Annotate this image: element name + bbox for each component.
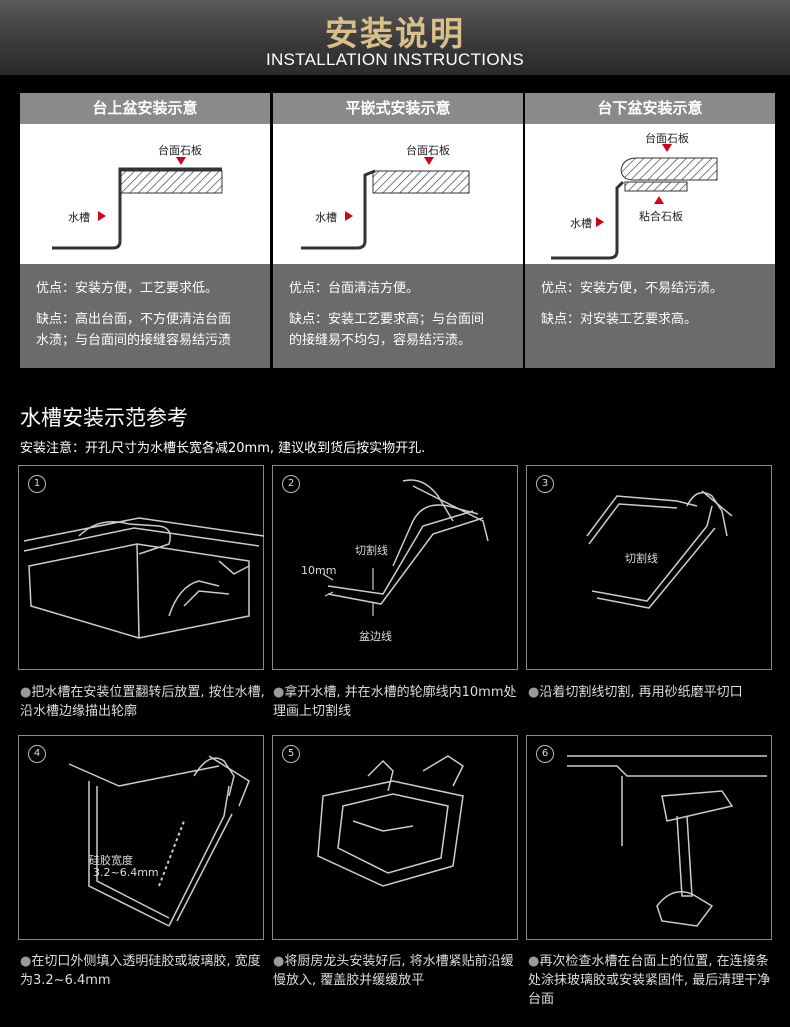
- top-mount-diagram: 台面石板 水槽: [20, 124, 270, 264]
- step-1-illustration: [23, 517, 265, 639]
- card-pros-cons: 优点：安装方便，工艺要求低。 缺点：高出台面，不方便清洁台面 水渍；与台面间的接…: [20, 264, 270, 368]
- step-panel-3: 3 切割线: [526, 465, 772, 670]
- step-4-caption: ●在切口外侧填入透明硅胶或玻璃胶, 宽度为3.2~6.4mm: [20, 954, 261, 988]
- glue-width-value: 3.2~6.4mm: [93, 866, 159, 879]
- counter-label: 台面石板: [645, 132, 689, 145]
- cons-line1: 缺点：安装工艺要求高；与台面间: [289, 312, 485, 327]
- step-number: 3: [536, 475, 554, 493]
- step-3-caption: ●沿着切割线切割, 再用砂纸磨平切口: [528, 685, 743, 700]
- under-mount-diagram: 台面石板 粘合石板 水槽: [525, 124, 775, 264]
- card-top-mount: 台上盆安装示意 台面石板 水槽 优点：安装方便，工艺要求低。 缺点：高出台面，不…: [20, 93, 270, 368]
- header-banner: 安装说明 INSTALLATION INSTRUCTIONS: [0, 0, 790, 75]
- pros-text: 优点：安装方便，不易结污渍。: [541, 281, 724, 296]
- sink-label: 水槽: [315, 211, 337, 224]
- cut-line-label: 切割线: [625, 552, 658, 565]
- step-panel-6: 6: [526, 735, 772, 940]
- step-2-caption: ●拿开水槽, 并在水槽的轮廓线内10mm处理画上切割线: [273, 685, 517, 719]
- bullet-icon: ●: [528, 685, 540, 700]
- counter-label: 台面石板: [406, 144, 450, 157]
- glue-width-label: 硅胶宽度: [89, 854, 133, 867]
- card-under-mount: 台下盆安装示意 台面石板 粘合石板 水槽 优点：安装方便，不易结污渍。 缺点：对…: [525, 93, 775, 368]
- step-number: 2: [282, 475, 300, 493]
- card-pros-cons: 优点：台面清洁方便。 缺点：安装工艺要求高；与台面间 的接缝易不均匀，容易结污渍…: [273, 264, 523, 368]
- distance-label: 10mm: [301, 564, 337, 577]
- step-number: 6: [536, 745, 554, 763]
- bullet-icon: ●: [20, 954, 32, 969]
- sink-label: 水槽: [68, 211, 90, 224]
- section-title: 水槽安装示范参考: [20, 406, 188, 430]
- edge-line-label: 盆边线: [359, 630, 392, 643]
- page-subtitle: INSTALLATION INSTRUCTIONS: [265, 50, 525, 69]
- card-flush-mount: 平嵌式安装示意 台面石板 水槽 优点：台面清洁方便。 缺点：安装工艺要求高；与台…: [273, 93, 523, 368]
- bullet-icon: ●: [528, 954, 540, 969]
- cons-line2: 水渍；与台面间的接缝容易结污渍: [36, 333, 232, 348]
- step-number: 5: [282, 745, 300, 763]
- step-number: 1: [28, 475, 46, 493]
- pros-text: 优点：台面清洁方便。: [289, 281, 420, 296]
- bullet-icon: ●: [20, 685, 32, 700]
- step-2-illustration: [322, 479, 489, 616]
- step-1-caption: ●把水槽在安装位置翻转后放置, 按住水槽, 沿水槽边缘描出轮廓: [20, 685, 265, 719]
- cut-line-label: 切割线: [355, 544, 388, 557]
- page-title: 安装说明: [325, 14, 465, 53]
- card-title: 台下盆安装示意: [525, 93, 775, 124]
- card-title: 平嵌式安装示意: [273, 93, 523, 124]
- sink-label: 水槽: [570, 217, 592, 230]
- step-6-caption: ●再次检查水槽在台面上的位置, 在连接条处涂抹玻璃胶或安装紧固件, 最后清理干净…: [528, 954, 771, 1007]
- flush-mount-diagram: 台面石板 水槽: [273, 124, 523, 264]
- cons-line1: 缺点：高出台面，不方便清洁台面: [36, 312, 232, 327]
- bond-label: 粘合石板: [639, 210, 683, 223]
- step-panel-5: 5: [272, 735, 518, 940]
- step-3-illustration: [586, 490, 733, 609]
- step-panel-4: 4 硅胶宽度 3.2~6.4mm: [18, 735, 264, 940]
- step-5-illustration: [317, 755, 464, 887]
- pros-text: 优点：安装方便，工艺要求低。: [36, 281, 219, 296]
- step-4-illustration: [68, 755, 250, 927]
- card-pros-cons: 优点：安装方便，不易结污渍。 缺点：对安装工艺要求高。: [525, 264, 775, 368]
- bullet-icon: ●: [273, 685, 285, 700]
- bullet-icon: ●: [273, 954, 285, 969]
- step-panel-2: 2 切割线 10mm 盆边线: [272, 465, 518, 670]
- card-title: 台上盆安装示意: [20, 93, 270, 124]
- counter-label: 台面石板: [158, 144, 202, 157]
- step-number: 4: [28, 745, 46, 763]
- step-6-illustration: [567, 755, 767, 927]
- cons-line2: 的接缝易不均匀，容易结污渍。: [289, 333, 472, 348]
- section-note: 安装注意：开孔尺寸为水槽长宽各减20mm, 建议收到货后按实物开孔.: [20, 441, 426, 456]
- step-panel-1: 1: [18, 465, 265, 670]
- step-5-caption: ●将厨房龙头安装好后, 将水槽紧贴前沿缓慢放入, 覆盖胶并缓缓放平: [273, 954, 514, 988]
- cons-line1: 缺点：对安装工艺要求高。: [541, 312, 698, 327]
